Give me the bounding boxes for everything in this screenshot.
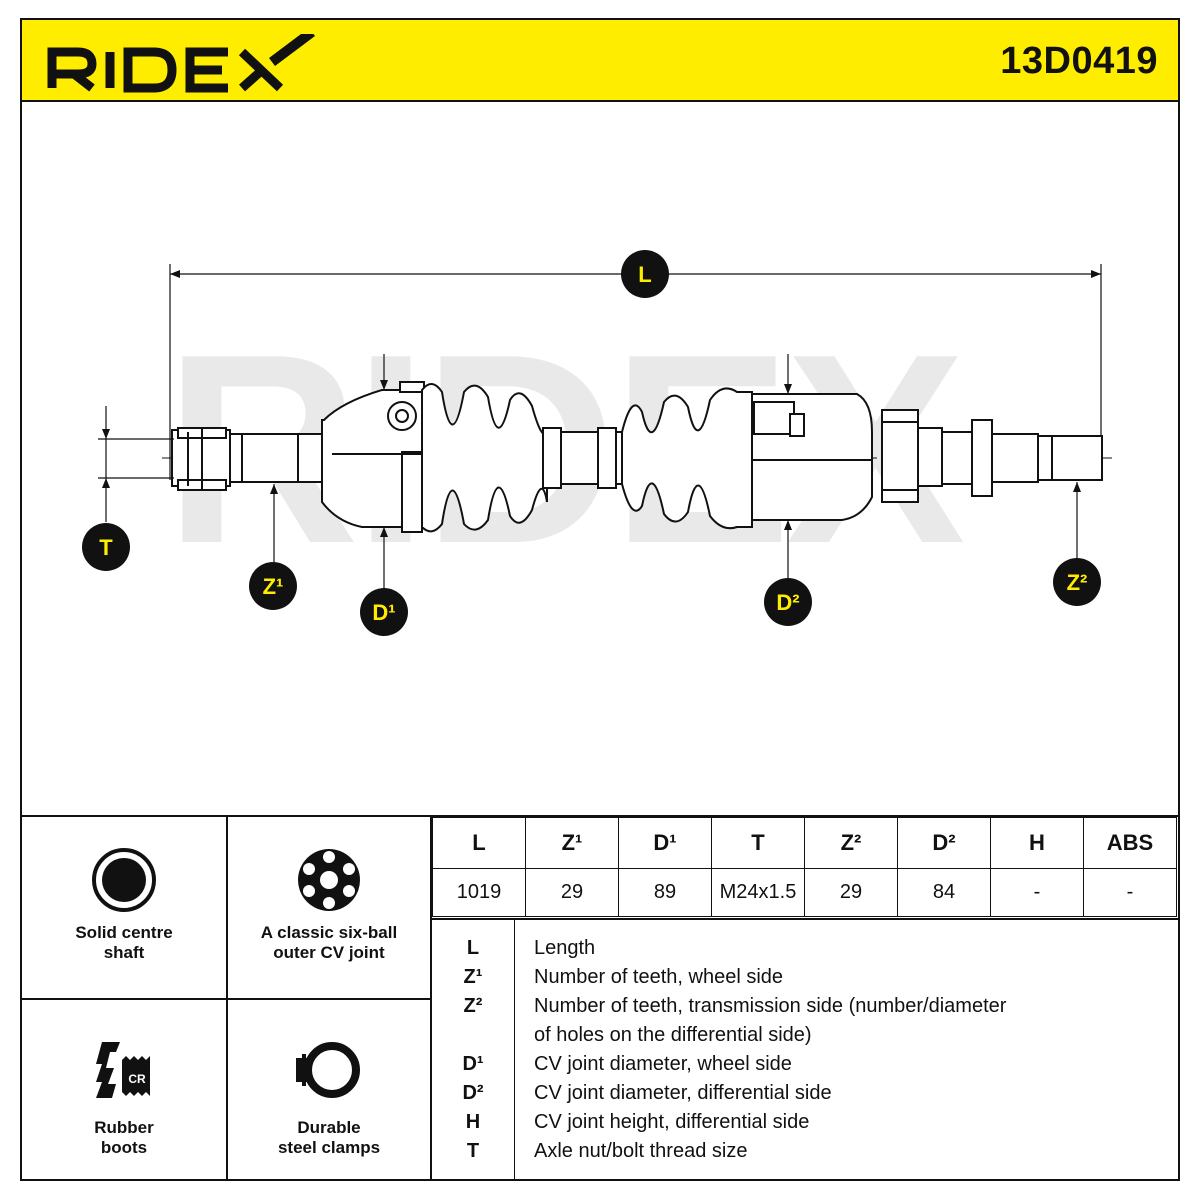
spec-header: D² [897, 817, 991, 869]
callout-z2 [1053, 558, 1101, 606]
legend-row: H CV joint height, differential side [432, 1108, 1180, 1137]
spec-header: H [990, 817, 1084, 869]
spec-header: L [432, 817, 526, 869]
spec-value: - [990, 868, 1084, 917]
header-bar: 13D0419 [22, 20, 1178, 102]
feature-label: A classic six-ball outer CV joint [260, 923, 398, 962]
legend-key: Z¹ [463, 966, 483, 988]
feature-six-ball-joint: A classic six-ball outer CV joint [228, 817, 432, 1000]
spec-value-row: 1019 29 89 M24x1.5 29 84 - - [432, 868, 1177, 917]
solid-shaft-icon [92, 848, 156, 912]
product-sheet: 13D0419 RIDEX [20, 18, 1180, 1181]
feature-solid-shaft: Solid centre shaft [22, 817, 228, 1000]
spec-value: 89 [618, 868, 712, 917]
joint-ball [387, 401, 417, 431]
spec-value: 1019 [432, 868, 526, 917]
spec-header: ABS [1083, 817, 1177, 869]
callout-l [621, 250, 669, 298]
callout-d1 [360, 588, 408, 636]
legend: L Length Z¹ Number of teeth, wheel side … [432, 918, 1180, 1181]
outer-boot [421, 383, 548, 533]
callout-z1 [249, 562, 297, 610]
legend-row: of holes on the differential side) [432, 1021, 1180, 1050]
legend-key: D¹ [462, 1053, 484, 1075]
legend-key: L [466, 937, 480, 959]
feature-label: Solid centre shaft [75, 923, 173, 962]
spec-header: Z¹ [525, 817, 619, 869]
legend-key: D² [462, 1082, 484, 1104]
drawing-canvas: RIDEX [82, 250, 1112, 636]
legend-text: Axle nut/bolt thread size [534, 1140, 748, 1162]
legend-row: T Axle nut/bolt thread size [432, 1137, 1180, 1166]
legend-divider [514, 920, 515, 1181]
inner-boot [621, 387, 753, 530]
legend-text: of holes on the differential side) [534, 1024, 812, 1046]
spec-table: L Z¹ D¹ T Z² D² H ABS 1019 29 89 M24x1.5… [432, 817, 1177, 917]
legend-key: H [465, 1111, 481, 1133]
legend-text: CV joint height, differential side [534, 1111, 810, 1133]
legend-text: CV joint diameter, differential side [534, 1082, 832, 1104]
spec-value: 84 [897, 868, 991, 917]
spec-header: D¹ [618, 817, 712, 869]
callout-z2-label: Z² [1067, 570, 1088, 595]
shaft-outline [98, 264, 1112, 590]
callout-d2 [764, 578, 812, 626]
steel-clamp-icon [296, 1042, 360, 1098]
spec-value: - [1083, 868, 1177, 917]
legend-row: D² CV joint diameter, differential side [432, 1079, 1180, 1108]
callout-t [82, 523, 130, 571]
ridex-logo [44, 28, 324, 99]
part-number: 13D0419 [1000, 40, 1158, 82]
spec-section: Solid centre shaft A classic six-ball ou… [22, 815, 1180, 1181]
feature-label: Rubber boots [94, 1118, 154, 1157]
feature-rubber-boots: CR Rubber boots [22, 1000, 228, 1181]
rubber-boot-cr-icon: CR [96, 1042, 150, 1098]
callout-l-label: L [638, 262, 651, 287]
spec-header: T [711, 817, 805, 869]
callout-t-label: T [99, 535, 113, 560]
legend-text: Number of teeth, wheel side [534, 966, 784, 988]
callout-d1-label: D¹ [372, 600, 395, 625]
spec-header: Z² [804, 817, 898, 869]
legend-row: Z² Number of teeth, transmission side (n… [432, 992, 1180, 1021]
six-ball-joint-icon [298, 849, 360, 911]
legend-row: Z¹ Number of teeth, wheel side [432, 963, 1180, 992]
feature-steel-clamps: Durable steel clamps [228, 1000, 432, 1181]
legend-row: D¹ CV joint diameter, wheel side [432, 1050, 1180, 1079]
ridex-logo-graphic [47, 28, 315, 93]
spec-header-row: L Z¹ D¹ T Z² D² H ABS [432, 817, 1177, 869]
cr-badge: CR [128, 1072, 146, 1086]
inner-flange [881, 409, 919, 503]
legend-text: Number of teeth, transmission side (numb… [534, 995, 1007, 1017]
callout-z1-label: Z¹ [263, 574, 284, 599]
legend-key: Z² [463, 995, 483, 1017]
spec-value: M24x1.5 [711, 868, 805, 917]
legend-key: T [466, 1140, 480, 1162]
legend-row: L Length [432, 934, 1180, 963]
spec-value: 29 [804, 868, 898, 917]
legend-text: CV joint diameter, wheel side [534, 1053, 792, 1075]
feature-label: Durable steel clamps [277, 1118, 381, 1157]
legend-text: Length [534, 937, 596, 959]
spec-value: 29 [525, 868, 619, 917]
callout-d2-label: D² [776, 590, 799, 615]
drive-shaft-drawing: RIDEX [22, 102, 1178, 815]
